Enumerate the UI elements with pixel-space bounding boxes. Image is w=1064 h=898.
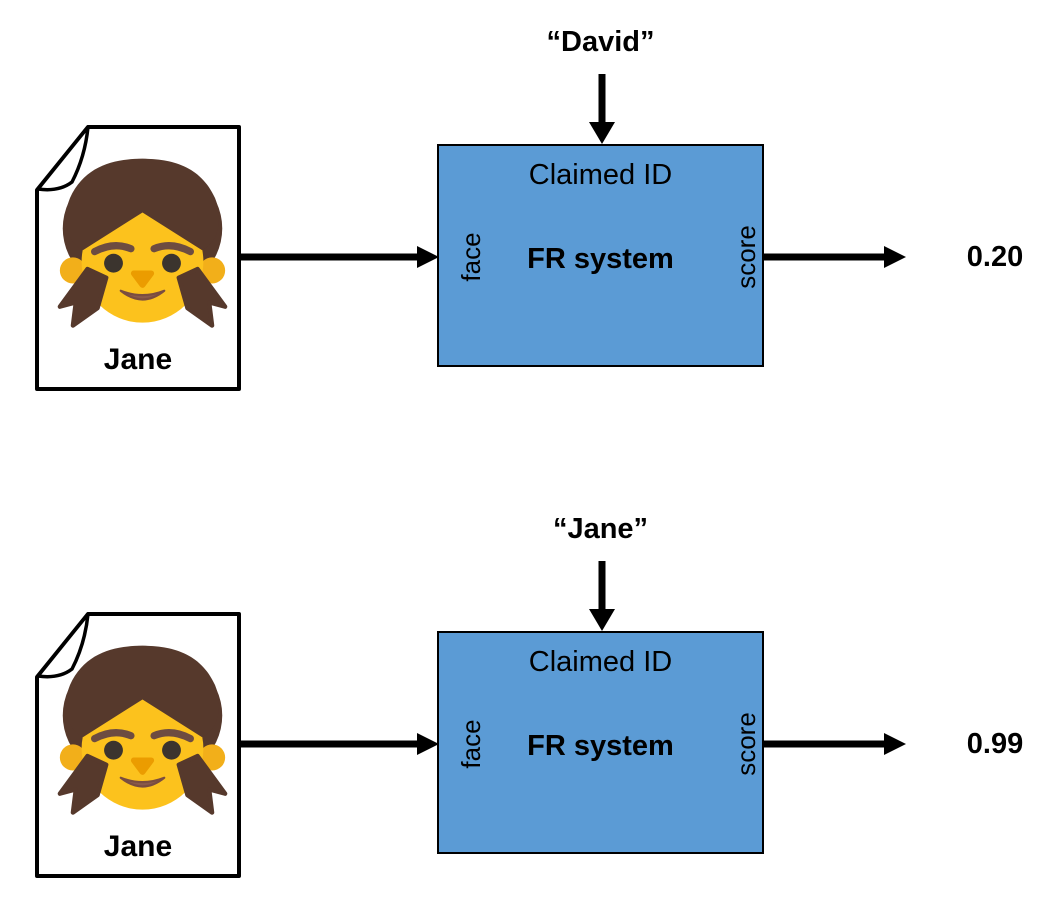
down-arrow-icon [589,561,615,631]
score-value: 0.99 [966,728,1024,760]
claimed-id-port-label: Claimed ID [528,646,673,678]
fr-system-box [437,631,764,854]
face-input-arrow-icon [238,733,439,755]
claimed-id-port-label: Claimed ID [528,159,673,191]
score-output-arrow-icon [764,246,906,268]
probe-photo-document [35,612,241,878]
score-port-label: score [731,225,761,289]
face-input-arrow-icon [238,246,439,268]
score-value: 0.20 [966,241,1024,273]
scenario-genuine: “Jane” Jane [0,487,1064,898]
probe-name-label: Jane [103,830,173,863]
fr-system-title: FR system [527,243,674,275]
girl-emoji-icon [57,158,228,328]
probe-photo-document [35,125,241,391]
page-curl-icon [36,612,90,679]
score-output-arrow-icon [764,733,906,755]
fr-system-title: FR system [527,730,674,762]
face-port-label: face [456,232,486,282]
score-port-label: score [731,712,761,776]
face-port-label: face [456,719,486,769]
probe-name-label: Jane [103,343,173,376]
claimed-id-value: “Jane” [552,513,649,545]
scenario-impostor: “David” Jane [0,0,1064,412]
girl-emoji-icon [57,645,228,815]
page-curl-icon [36,125,90,192]
claimed-id-value: “David” [546,26,655,58]
down-arrow-icon [589,74,615,144]
fr-system-box [437,144,764,367]
